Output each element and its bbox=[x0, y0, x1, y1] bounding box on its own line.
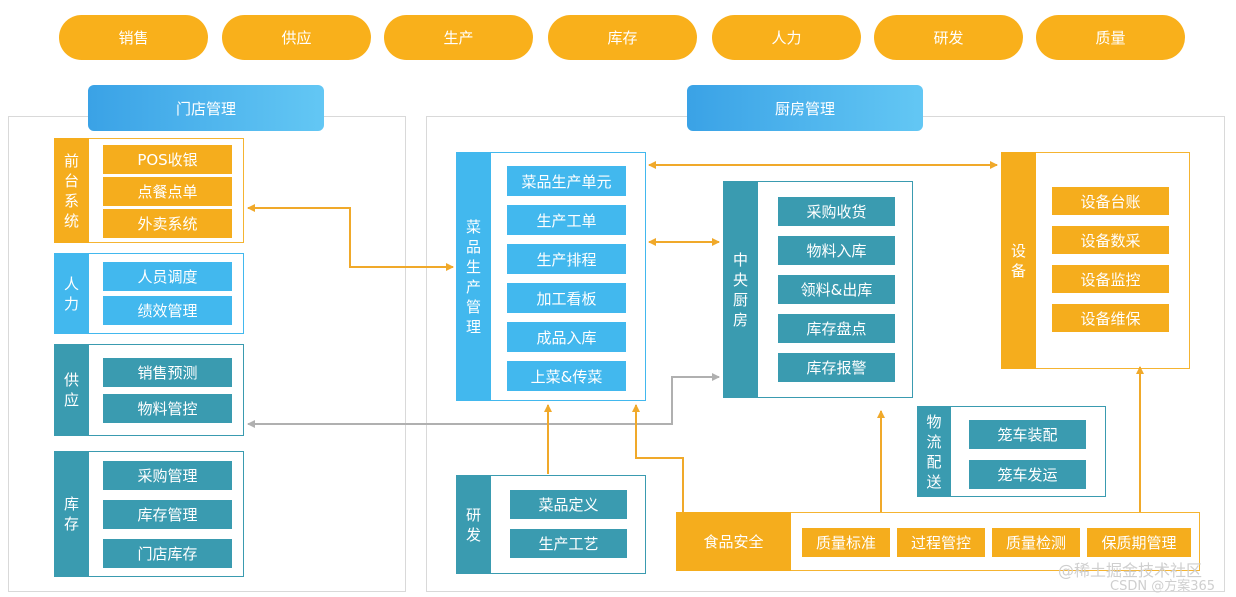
kanban-item: 加工看板 bbox=[507, 283, 626, 313]
category-sales: 销售 bbox=[59, 15, 208, 60]
label-char: 台 bbox=[63, 171, 79, 190]
category-supply: 供应 bbox=[222, 15, 371, 60]
label-char: 品 bbox=[465, 237, 481, 256]
label-char: 央 bbox=[732, 270, 748, 289]
label-char: 系 bbox=[63, 191, 79, 210]
label-char: 中 bbox=[732, 250, 748, 269]
work-order-item: 生产工单 bbox=[507, 205, 626, 235]
stock-alarm-item: 库存报警 bbox=[778, 353, 895, 382]
label-char: 流 bbox=[926, 432, 942, 451]
quality-standard-item: 质量标准 bbox=[802, 528, 890, 557]
label-char: 统 bbox=[63, 211, 79, 230]
staff-scheduling-item: 人员调度 bbox=[103, 262, 232, 291]
watermark-csdn: CSDN @方案365 bbox=[1110, 579, 1216, 594]
shelf-life-item: 保质期管理 bbox=[1087, 528, 1191, 557]
cart-assembly-item: 笼车装配 bbox=[969, 420, 1086, 449]
category-production: 生产 bbox=[384, 15, 533, 60]
label-char: 管 bbox=[465, 297, 481, 316]
logistics-label: 物 流 配 送 bbox=[917, 406, 951, 497]
dish-production-label: 菜 品 生 产 管 理 bbox=[456, 152, 491, 401]
label-char: 备 bbox=[1010, 261, 1026, 280]
store-supply-label: 供 应 bbox=[54, 344, 89, 436]
watermark-juejin: @稀土掘金技术社区 bbox=[1058, 561, 1203, 580]
inventory-management-item: 库存管理 bbox=[103, 500, 232, 529]
front-desk-label: 前 台 系 统 bbox=[54, 138, 89, 243]
label-char: 存 bbox=[63, 515, 79, 533]
label-char: 配 bbox=[926, 452, 942, 471]
kitchen-management-header: 厨房管理 bbox=[687, 85, 923, 131]
cart-dispatch-item: 笼车发运 bbox=[969, 460, 1086, 489]
store-hr-label: 人 力 bbox=[54, 253, 89, 334]
central-kitchen-label: 中 央 厨 房 bbox=[723, 181, 758, 398]
label-char: 产 bbox=[465, 277, 481, 296]
quality-inspection-item: 质量检测 bbox=[992, 528, 1080, 557]
rnd-label: 研 发 bbox=[456, 475, 491, 574]
label-char: 应 bbox=[63, 391, 79, 409]
stocktaking-item: 库存盘点 bbox=[778, 314, 895, 343]
ordering-item: 点餐点单 bbox=[103, 177, 232, 206]
equipment-maintenance-item: 设备维保 bbox=[1052, 304, 1169, 332]
label-char: 房 bbox=[732, 310, 748, 329]
store-management-header: 门店管理 bbox=[88, 85, 324, 131]
purchase-receiving-item: 采购收货 bbox=[778, 197, 895, 226]
dish-unit-item: 菜品生产单元 bbox=[507, 166, 626, 196]
purchase-management-item: 采购管理 bbox=[103, 461, 232, 490]
material-warehousing-item: 物料入库 bbox=[778, 236, 895, 265]
arrow-safety-to-production bbox=[632, 404, 684, 512]
label-char: 力 bbox=[63, 294, 79, 313]
equipment-ledger-item: 设备台账 bbox=[1052, 187, 1169, 215]
label-char: 理 bbox=[465, 317, 481, 336]
equipment-monitor-item: 设备监控 bbox=[1052, 265, 1169, 293]
performance-management-item: 绩效管理 bbox=[103, 296, 232, 325]
label-char: 生 bbox=[465, 257, 481, 276]
label-char: 送 bbox=[926, 472, 942, 491]
category-hr: 人力 bbox=[712, 15, 861, 60]
production-process-item: 生产工艺 bbox=[510, 529, 627, 558]
label-char: 前 bbox=[63, 151, 79, 170]
label-char: 研 bbox=[465, 505, 481, 524]
store-inventory-item: 门店库存 bbox=[103, 539, 232, 568]
store-stock-label: 库 存 bbox=[54, 451, 89, 577]
label-char: 设 bbox=[1010, 241, 1026, 260]
dish-definition-item: 菜品定义 bbox=[510, 490, 627, 519]
sales-forecast-item: 销售预测 bbox=[103, 358, 232, 387]
material-control-item: 物料管控 bbox=[103, 394, 232, 423]
pos-cashier-item: POS收银 bbox=[103, 145, 232, 174]
equipment-data-item: 设备数采 bbox=[1052, 226, 1169, 254]
label-char: 发 bbox=[465, 525, 481, 544]
equipment-label: 设 备 bbox=[1001, 152, 1036, 369]
category-quality: 质量 bbox=[1036, 15, 1185, 60]
food-safety-label: 食品安全 bbox=[676, 512, 791, 571]
label-char: 库 bbox=[63, 495, 79, 513]
delivery-system-item: 外卖系统 bbox=[103, 209, 232, 238]
process-control-item: 过程管控 bbox=[897, 528, 985, 557]
label-char: 菜 bbox=[465, 217, 481, 236]
arrow-central-to-supply bbox=[247, 373, 720, 428]
label-char: 厨 bbox=[732, 290, 748, 309]
finished-goods-item: 成品入库 bbox=[507, 322, 626, 352]
label-char: 人 bbox=[63, 274, 79, 293]
picking-outbound-item: 领料&出库 bbox=[778, 275, 895, 304]
arrow-front-to-production bbox=[247, 204, 454, 271]
category-rnd: 研发 bbox=[874, 15, 1023, 60]
label-char: 物 bbox=[926, 412, 942, 431]
category-inventory: 库存 bbox=[548, 15, 697, 60]
label-char: 供 bbox=[63, 371, 79, 389]
scheduling-item: 生产排程 bbox=[507, 244, 626, 274]
